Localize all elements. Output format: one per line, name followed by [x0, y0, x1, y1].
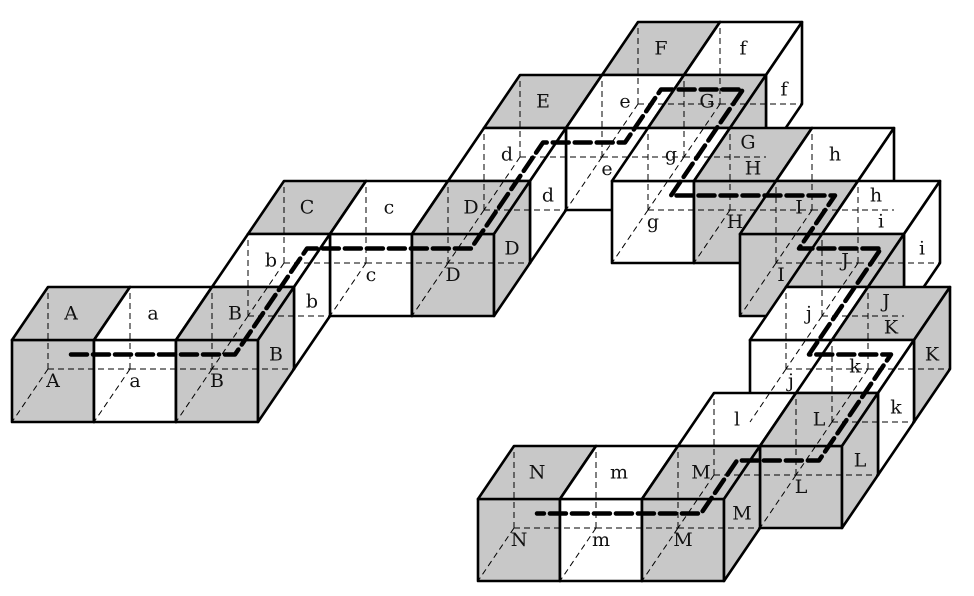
cube-front-label: L	[795, 476, 808, 498]
hidden-edge	[693, 209, 731, 264]
cube-right-label: h	[870, 185, 882, 207]
cube-front-label: N	[511, 529, 528, 551]
hidden-edge	[11, 368, 49, 423]
cube-B	[174, 285, 296, 424]
cube-top-label: a	[147, 303, 158, 325]
cube-top-label: B	[228, 303, 242, 325]
right-face	[722, 444, 762, 583]
hidden-edges	[11, 22, 950, 582]
cube-top-label: b	[265, 250, 277, 272]
cube-top-label: F	[654, 38, 667, 60]
cube-front-label: M	[673, 529, 692, 551]
cube-top-label: e	[619, 91, 630, 113]
hidden-edge	[559, 527, 597, 582]
cube-D	[410, 179, 532, 318]
cube-front-label: g	[647, 211, 659, 233]
hidden-edge	[483, 156, 521, 211]
cube-front-label: c	[366, 264, 377, 286]
cube-right-label: J	[880, 291, 890, 313]
cube-top-label: A	[63, 303, 78, 325]
hidden-edge	[749, 368, 787, 423]
hidden-edge	[211, 315, 249, 370]
cube-top-label: H	[745, 158, 762, 180]
hidden-edge	[775, 209, 813, 264]
cube-right-label: f	[780, 79, 789, 101]
cube-right-label: K	[925, 344, 940, 366]
cube-top-label: J	[839, 250, 849, 272]
hidden-edge	[821, 262, 859, 317]
hidden-edge	[175, 368, 213, 423]
hidden-edge	[677, 474, 715, 529]
cube-right-label: D	[504, 238, 519, 260]
hidden-edge	[647, 156, 685, 211]
cube-front-label: e	[601, 158, 612, 180]
hidden-edge	[641, 527, 679, 582]
cube-top-label: I	[795, 197, 803, 219]
cubes	[10, 20, 952, 583]
cube-top-label: M	[691, 462, 710, 484]
cube-front-label: m	[592, 529, 610, 551]
hidden-edge	[611, 209, 649, 264]
cube-top-label: g	[665, 144, 677, 166]
cube-top-label: l	[734, 409, 740, 431]
right-face	[840, 391, 880, 530]
hidden-edge	[683, 103, 721, 158]
cube-top-label: d	[501, 144, 513, 166]
hidden-edge	[93, 368, 131, 423]
cube-top-label: G	[699, 91, 714, 113]
hidden-edge	[565, 156, 603, 211]
cube-top-label: m	[610, 462, 628, 484]
cube-top-label: f	[739, 38, 748, 60]
cube-right-label: B	[269, 344, 283, 366]
cube-M	[640, 444, 762, 583]
cube-front-label: I	[777, 264, 785, 286]
cube-front-label: a	[129, 370, 140, 392]
traversal-path	[68, 87, 894, 516]
cube-top-label: h	[829, 144, 841, 166]
hidden-edge	[247, 262, 285, 317]
cube-top-label: C	[300, 197, 315, 219]
cube-top-label: i	[878, 211, 884, 233]
cube-top-label: E	[536, 91, 550, 113]
hidden-edge	[785, 315, 823, 370]
cube-right-label: i	[919, 238, 925, 260]
cube-front-label: A	[45, 370, 60, 392]
hidden-edge	[477, 527, 515, 582]
cube-top-label: D	[463, 197, 478, 219]
cube-L	[758, 391, 880, 530]
cube-top-label: L	[813, 409, 826, 431]
cube-front-label: B	[210, 370, 224, 392]
cube-right-label: M	[732, 503, 751, 525]
cube-right-label: G	[740, 132, 755, 154]
hidden-edge	[601, 103, 639, 158]
cube-right-label: k	[890, 397, 902, 419]
cube-right-label: b	[306, 291, 318, 313]
hidden-edge	[447, 209, 485, 264]
hidden-edge	[795, 421, 833, 476]
right-face	[492, 179, 532, 318]
cube-top-label: j	[804, 303, 812, 325]
hidden-edge	[759, 474, 797, 529]
cube-front-label: D	[445, 264, 460, 286]
hidden-edge	[329, 262, 367, 317]
cube-front-label: H	[727, 211, 744, 233]
hidden-edge	[739, 262, 777, 317]
hidden-edge	[831, 368, 869, 423]
hidden-edge	[411, 262, 449, 317]
cube-top-label: K	[884, 317, 899, 339]
cube-right-label: L	[854, 450, 867, 472]
right-face	[256, 285, 296, 424]
cube-top-label: N	[529, 462, 546, 484]
cube-top-label: c	[384, 197, 395, 219]
cube-top-label: k	[849, 356, 861, 378]
cube-right-label: d	[542, 185, 554, 207]
cube-front-label: j	[786, 370, 794, 392]
